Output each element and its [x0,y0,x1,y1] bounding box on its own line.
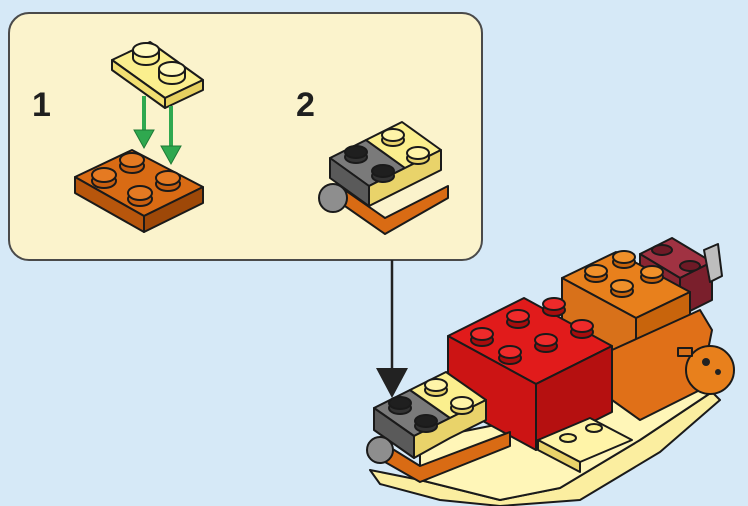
stud [345,146,367,163]
step-2-label: 2 [296,88,315,122]
stud [543,298,565,316]
stud [159,62,185,84]
stud [407,147,429,164]
stud [128,186,152,206]
gray-ball [319,184,347,212]
stud [451,397,473,414]
stud [389,397,411,414]
stud [92,168,116,188]
stud [499,346,521,364]
stud [613,251,635,268]
stud [382,129,404,146]
stud [120,153,144,173]
stud [507,310,529,328]
stud [425,379,447,396]
stud [415,415,437,432]
stud [571,320,593,338]
orange-ball [686,346,734,394]
stud [156,171,180,191]
step-1-label: 1 [32,88,51,122]
stud [471,328,493,346]
stud [133,43,159,65]
stud [611,280,633,297]
gray-ball [367,437,393,463]
stud [585,265,607,282]
stud [535,334,557,352]
stud [372,165,394,182]
stud [641,266,663,283]
